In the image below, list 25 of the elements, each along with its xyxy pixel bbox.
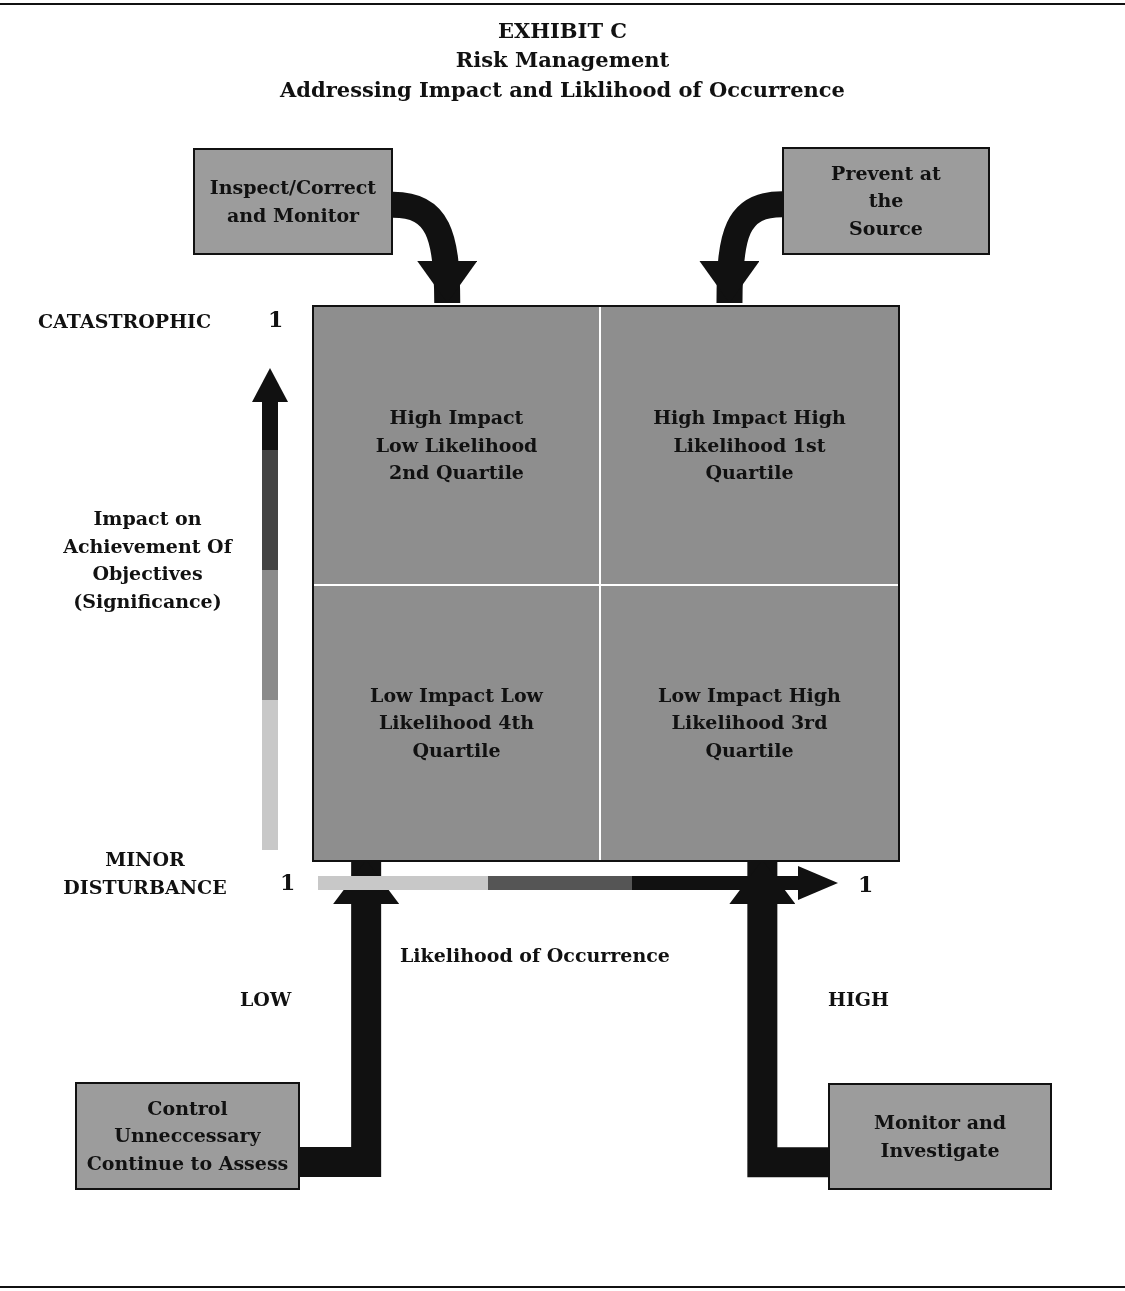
axis-label: MINOR DISTURBANCE [62, 847, 228, 900]
arrow [699, 191, 783, 304]
axis-label: CATASTROPHIC [38, 309, 212, 334]
quadrant-cell: High Impact High Likelihood 1st Quartile [601, 307, 898, 584]
axis-title: Impact on Achievement Of Objectives (Significance) [62, 506, 234, 614]
action-box: Monitor and Investigate [828, 1083, 1052, 1190]
subtitle: Risk Management [454, 46, 671, 74]
axis-value: 1 [858, 870, 874, 899]
axis-label: LOW [240, 987, 292, 1012]
action-box: Control Unneccessary Continue to Assess [75, 1082, 300, 1190]
subtitle: Addressing Impact and Liklihood of Occurrence [278, 76, 846, 104]
quadrant-cell: High Impact Low Likelihood 2nd Quartile [314, 307, 599, 584]
action-box: Prevent at the Source [782, 147, 990, 255]
risk-matrix [312, 305, 900, 862]
axis-value: 1 [268, 305, 284, 334]
arrow [392, 191, 477, 304]
axis-title: Likelihood of Occurrence [400, 943, 670, 968]
arrow [300, 860, 400, 1177]
axis-label: HIGH [828, 987, 890, 1012]
action-box: Inspect/Correct and Monitor [193, 148, 393, 255]
arrow [729, 860, 828, 1178]
axis-value: 1 [280, 868, 296, 897]
exhibit-title: EXHIBIT C [496, 17, 629, 45]
quadrant-cell: Low Impact Low Likelihood 4th Quartile [314, 586, 599, 860]
quadrant-cell: Low Impact High Likelihood 3rd Quartile [601, 586, 898, 860]
